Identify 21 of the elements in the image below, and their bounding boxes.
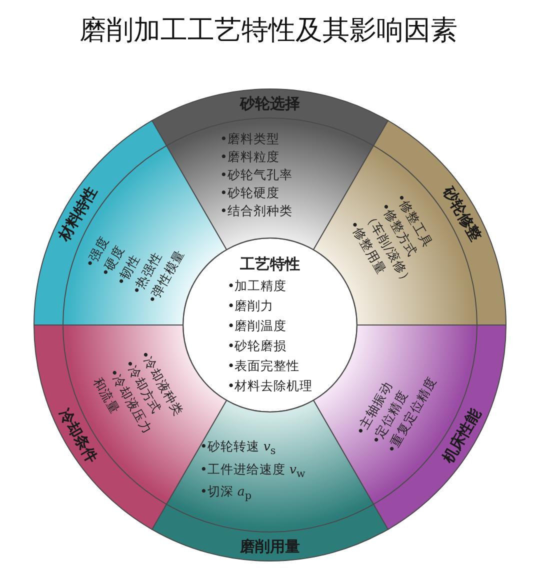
bullet-item: •表面完整性 bbox=[227, 356, 301, 374]
bullet-item: •材料去除机理 bbox=[227, 376, 313, 394]
sector-heading: 机床性能 bbox=[438, 405, 486, 466]
sector-heading: 砂轮修整 bbox=[438, 184, 486, 245]
bullet-item: •切深 a$_{p}$ bbox=[200, 482, 252, 504]
bullet-item: •砂轮转速 v$_{s}$ bbox=[200, 437, 277, 459]
sector-heading: 冷却条件 bbox=[54, 405, 102, 466]
title: 磨削加工工艺特性及其影响因素 bbox=[78, 14, 458, 48]
bullet-item: •磨料类型 bbox=[220, 130, 280, 148]
bullet-item: •磨削温度 bbox=[227, 316, 288, 334]
bullet-item: •磨料粒度 bbox=[220, 148, 280, 166]
bullet-item: •砂轮气孔率 bbox=[220, 166, 294, 184]
bullet-item: •砂轮磨损 bbox=[227, 336, 288, 354]
center-heading: 工艺特性 bbox=[240, 254, 300, 274]
bullet-item: •工件进给速度 v$_{w}$ bbox=[200, 460, 306, 482]
bullet-item: •砂轮硬度 bbox=[220, 184, 280, 202]
bullet-item: •加工精度 bbox=[227, 276, 288, 294]
sector-heading: 磨削用量 bbox=[240, 537, 300, 556]
sector-heading: 砂轮选择 bbox=[240, 94, 300, 113]
bullet-item: •磨削力 bbox=[227, 296, 275, 314]
bullet-item: •结合剂种类 bbox=[220, 202, 294, 220]
